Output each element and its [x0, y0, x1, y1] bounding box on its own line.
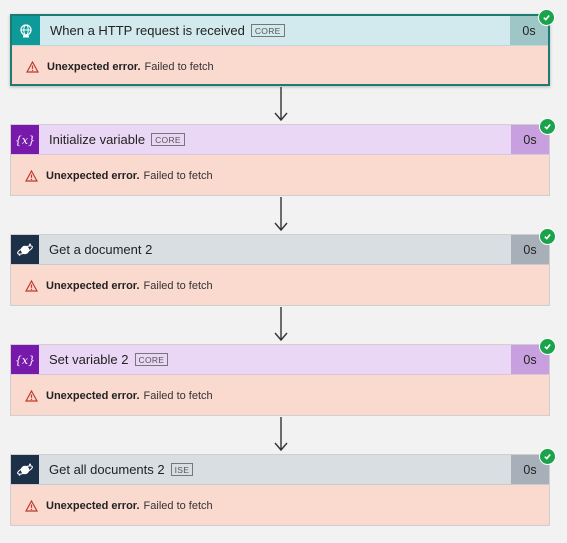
warning-icon: [25, 169, 38, 182]
flow-arrow-icon: [274, 87, 288, 122]
error-title: Unexpected error.: [46, 389, 140, 402]
success-check-icon: [539, 228, 556, 245]
duration-badge: 0s: [511, 455, 549, 484]
step-card-set-variable[interactable]: {x} Set variable 2 CORE 0s Unexpected er…: [10, 338, 556, 416]
warning-icon: [25, 389, 38, 402]
error-title: Unexpected error.: [46, 279, 140, 292]
connector-tag: ISE: [170, 463, 194, 476]
error-message: Unexpected error. Failed to fetch: [11, 375, 549, 416]
step-header[interactable]: When a HTTP request is received CORE 0s: [12, 16, 548, 46]
cosmos-db-icon: [11, 455, 39, 484]
error-message: Unexpected error. Failed to fetch: [11, 155, 549, 196]
step-title: Initialize variable: [49, 132, 146, 147]
step-header[interactable]: Get a document 2 0s: [11, 235, 549, 265]
step-title: Get all documents 2: [49, 462, 165, 477]
step-card-initialize-variable[interactable]: {x} Initialize variable CORE 0s Unexpect…: [10, 118, 556, 196]
error-detail: Failed to fetch: [144, 60, 214, 73]
step-header[interactable]: Get all documents 2 ISE 0s: [11, 455, 549, 485]
step-header[interactable]: {x} Initialize variable CORE 0s: [11, 125, 549, 155]
connector-tag: CORE: [250, 24, 285, 37]
error-detail: Failed to fetch: [143, 279, 213, 292]
duration-badge: 0s: [511, 235, 549, 264]
error-detail: Failed to fetch: [143, 389, 213, 402]
error-detail: Failed to fetch: [143, 169, 213, 182]
svg-text:{x}: {x}: [15, 134, 35, 147]
error-title: Unexpected error.: [47, 60, 141, 73]
success-check-icon: [539, 118, 556, 135]
warning-icon: [25, 499, 38, 512]
error-title: Unexpected error.: [46, 499, 140, 512]
step-card-http-request[interactable]: When a HTTP request is received CORE 0s …: [10, 9, 555, 87]
svg-text:{x}: {x}: [15, 354, 35, 367]
success-check-icon: [539, 448, 556, 465]
connector-tag: CORE: [151, 133, 185, 146]
step-title: Get a document 2: [49, 242, 153, 257]
step-title: Set variable 2: [49, 352, 129, 367]
error-message: Unexpected error. Failed to fetch: [11, 265, 549, 306]
success-check-icon: [539, 338, 556, 355]
flow-arrow-icon: [274, 307, 288, 342]
flow-arrow-icon: [274, 417, 288, 452]
error-detail: Failed to fetch: [143, 499, 213, 512]
connector-tag: CORE: [134, 353, 169, 366]
warning-icon: [25, 279, 38, 292]
http-request-icon: [12, 16, 40, 45]
step-card-get-a-document[interactable]: Get a document 2 0s Unexpected error. Fa…: [10, 228, 556, 306]
cosmos-db-icon: [11, 235, 39, 264]
step-header[interactable]: {x} Set variable 2 CORE 0s: [11, 345, 549, 375]
step-card-get-all-documents[interactable]: Get all documents 2 ISE 0s Unexpected er…: [10, 448, 556, 526]
flow-arrow-icon: [274, 197, 288, 232]
error-title: Unexpected error.: [46, 169, 140, 182]
success-check-icon: [538, 9, 555, 26]
step-title: When a HTTP request is received: [50, 23, 245, 38]
error-message: Unexpected error. Failed to fetch: [11, 485, 549, 526]
variable-icon: {x}: [11, 345, 39, 374]
warning-icon: [26, 60, 39, 73]
error-message: Unexpected error. Failed to fetch: [12, 46, 548, 87]
variable-icon: {x}: [11, 125, 39, 154]
